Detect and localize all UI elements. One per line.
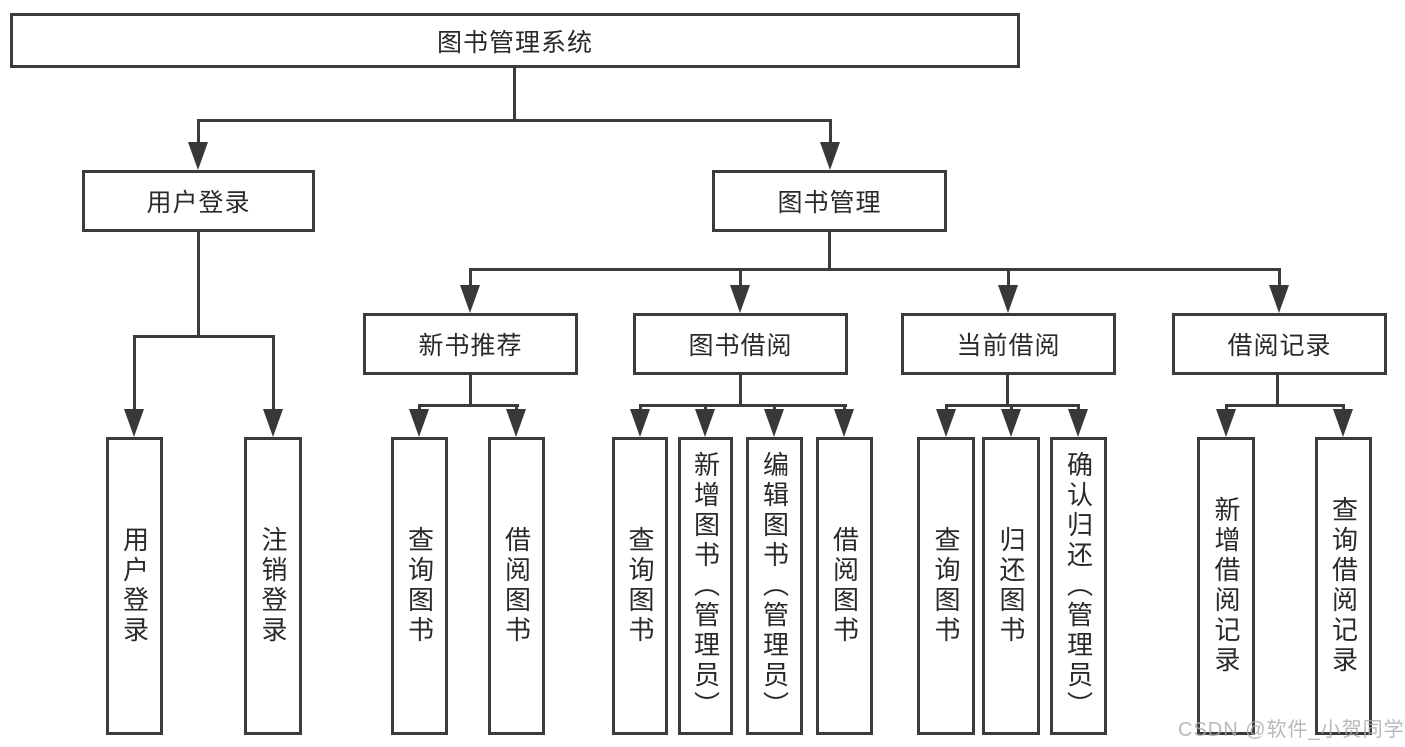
- connector-line: [133, 335, 275, 338]
- connector-line: [1006, 375, 1009, 406]
- arrowhead-down-icon: [936, 409, 956, 437]
- connector-line: [945, 404, 948, 411]
- connector-line: [1010, 404, 1013, 411]
- leaf-cb-query-books: 查询图书: [917, 437, 975, 735]
- connector-line: [773, 404, 776, 411]
- connector-line: [1342, 404, 1345, 411]
- leaf-cb-return-books: 归还图书: [982, 437, 1040, 735]
- connector-line: [1278, 268, 1281, 287]
- connector-line: [197, 232, 200, 338]
- arrowhead-down-icon: [1216, 409, 1236, 437]
- leaf-user-login: 用户登录: [106, 437, 163, 735]
- connector-line: [469, 268, 1281, 271]
- arrowhead-down-icon: [1269, 285, 1289, 313]
- arrowhead-down-icon: [998, 285, 1018, 313]
- connector-line: [469, 268, 472, 287]
- connector-line: [133, 335, 136, 411]
- arrowhead-down-icon: [409, 409, 429, 437]
- arrowhead-down-icon: [695, 409, 715, 437]
- arrowhead-down-icon: [1333, 409, 1353, 437]
- connector-line: [197, 119, 832, 122]
- leaf-logout: 注销登录: [244, 437, 302, 735]
- leaf-br-add-record: 新增借阅记录: [1197, 437, 1255, 735]
- connector-line: [515, 404, 518, 411]
- connector-line: [739, 268, 742, 287]
- arrowhead-down-icon: [1001, 409, 1021, 437]
- leaf-bb-add-books-admin: 新增图书（管理员）: [678, 437, 733, 735]
- connector-line: [1225, 404, 1345, 407]
- arrowhead-down-icon: [834, 409, 854, 437]
- arrowhead-down-icon: [188, 142, 208, 170]
- leaf-bb-borrow-books: 借阅图书: [816, 437, 873, 735]
- arrowhead-down-icon: [764, 409, 784, 437]
- connector-line: [513, 68, 516, 121]
- arrowhead-down-icon: [730, 285, 750, 313]
- connector-line: [829, 119, 832, 145]
- arrowhead-down-icon: [460, 285, 480, 313]
- connector-line: [639, 404, 642, 411]
- node-root: 图书管理系统: [10, 13, 1020, 68]
- leaf-rec-borrow-books: 借阅图书: [488, 437, 545, 735]
- connector-line: [418, 404, 421, 411]
- arrowhead-down-icon: [1068, 409, 1088, 437]
- connector-line: [843, 404, 846, 411]
- arrowhead-down-icon: [263, 409, 283, 437]
- connector-line: [639, 404, 847, 407]
- node-book-borrow: 图书借阅: [633, 313, 848, 375]
- leaf-bb-edit-books-admin: 编辑图书（管理员）: [746, 437, 803, 735]
- arrowhead-down-icon: [506, 409, 526, 437]
- connector-line: [1077, 404, 1080, 411]
- leaf-bb-query-books: 查询图书: [612, 437, 668, 735]
- leaf-cb-confirm-return-admin: 确认归还（管理员）: [1050, 437, 1107, 735]
- leaf-br-query-record: 查询借阅记录: [1315, 437, 1372, 735]
- connector-line: [469, 375, 472, 407]
- connector-line: [272, 335, 275, 411]
- leaf-rec-query-books: 查询图书: [391, 437, 448, 735]
- connector-line: [704, 404, 707, 411]
- node-user-login: 用户登录: [82, 170, 315, 232]
- connector-line: [828, 232, 831, 271]
- connector-line: [1007, 268, 1010, 287]
- csdn-watermark: CSDN @软件_小贺同学: [1178, 719, 1405, 741]
- arrowhead-down-icon: [124, 409, 144, 437]
- connector-line: [197, 119, 200, 145]
- arrowhead-down-icon: [630, 409, 650, 437]
- node-borrow-records: 借阅记录: [1172, 313, 1387, 375]
- node-current-borrow: 当前借阅: [901, 313, 1116, 375]
- node-new-book-recommend: 新书推荐: [363, 313, 578, 375]
- connector-line: [1225, 404, 1228, 411]
- connector-line: [418, 404, 519, 407]
- arrowhead-down-icon: [820, 142, 840, 170]
- node-book-management: 图书管理: [712, 170, 947, 232]
- connector-line: [739, 375, 742, 406]
- connector-line: [1276, 375, 1279, 406]
